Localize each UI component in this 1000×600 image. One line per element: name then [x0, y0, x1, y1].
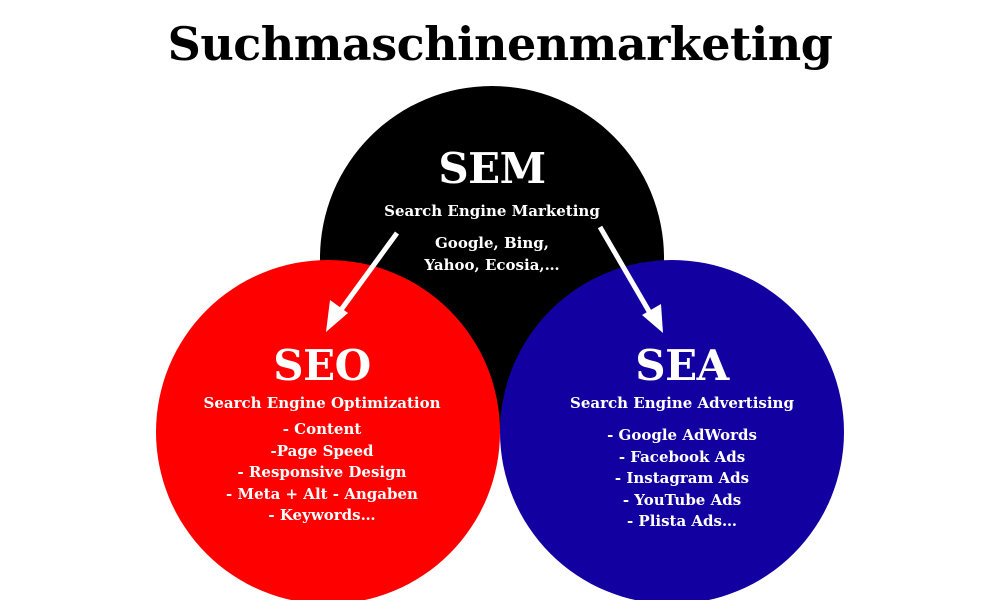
arrow-sem-to-seo	[326, 231, 400, 332]
sem-example-line: Google, Bing,	[435, 234, 549, 252]
seo-full-name: Search Engine Optimization	[203, 394, 441, 412]
sea-label: SEA	[635, 341, 729, 390]
sea-list: - Google AdWords - Facebook Ads - Instag…	[532, 425, 832, 533]
seo-list-item: - Content	[282, 420, 362, 438]
seo-list-item: - Meta + Alt - Angaben	[226, 484, 418, 503]
arrow-sem-to-sea	[597, 225, 663, 333]
seo-label: SEO	[273, 341, 371, 390]
sea-list-item: - Instagram Ads	[614, 469, 750, 487]
seo-list-item: - Keywords…	[268, 506, 376, 524]
sea-list-item: - Plista Ads…	[626, 512, 737, 530]
sea-list-item: - Facebook Ads	[618, 447, 746, 466]
sea-list-item: - Google AdWords	[607, 426, 757, 444]
seo-list-item: - Responsive Design	[237, 463, 407, 481]
sem-examples: Google, Bing, Yahoo, Ecosia,…	[392, 233, 592, 276]
sea-list-item: - YouTube Ads	[622, 490, 742, 509]
sem-label: SEM	[438, 144, 546, 193]
page-title: Suchmaschinenmarketing	[167, 17, 833, 71]
seo-circle	[156, 260, 500, 600]
seo-list: - Content -Page Speed - Responsive Desig…	[172, 419, 472, 527]
sem-example-line: Yahoo, Ecosia,…	[424, 255, 560, 274]
seo-list-item: -Page Speed	[270, 441, 374, 460]
sem-full-name: Search Engine Marketing	[384, 202, 600, 220]
sea-circle	[500, 260, 844, 600]
sea-full-name: Search Engine Advertising	[570, 394, 794, 412]
